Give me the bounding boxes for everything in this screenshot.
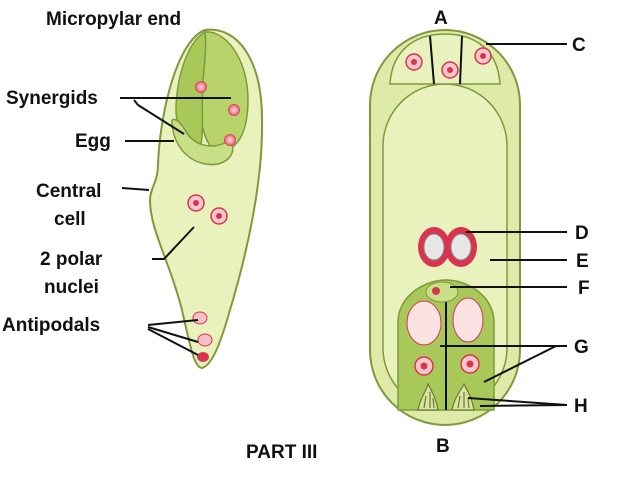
right-synergid-nucleus-1-core <box>420 362 428 370</box>
polar-nuclei-line <box>152 226 195 260</box>
right-embryo-sac <box>369 29 521 426</box>
right-synergid-nucleus-2-core <box>466 360 474 368</box>
label-E: E <box>576 251 589 272</box>
g-line-2 <box>483 345 557 383</box>
label-B: B <box>436 436 450 457</box>
label-egg: Egg <box>75 131 111 152</box>
left-antipodal-2 <box>197 333 213 347</box>
label-synergids: Synergids <box>6 88 98 109</box>
antipodals-line-3 <box>147 328 199 356</box>
right-antipodal-region <box>389 33 501 85</box>
left-embryo-sac <box>148 28 264 370</box>
right-polar-nucleus-2-inner <box>450 233 472 261</box>
left-synergid-nucleus-2 <box>228 104 240 116</box>
right-antipodal-nucleus-3-core <box>480 53 486 59</box>
label-nuclei: nuclei <box>44 277 99 298</box>
left-egg-nucleus <box>224 134 236 146</box>
label-D: D <box>575 223 589 244</box>
right-antipodal-nucleus-2-core <box>447 67 453 73</box>
synergids-line-bottom <box>137 104 185 135</box>
right-antipodal-nucleus-1-core <box>411 59 417 65</box>
label-two-polar: 2 polar <box>40 249 103 270</box>
left-polar-nucleus-2-core <box>216 213 222 219</box>
right-antipodal-divider-2 <box>459 35 463 85</box>
label-antipodals: Antipodals <box>2 315 100 336</box>
label-G: G <box>574 337 589 358</box>
synergids-line-branch <box>133 99 139 106</box>
right-leader-lines <box>440 43 568 407</box>
label-F: F <box>578 278 590 299</box>
label-cell: cell <box>54 209 86 230</box>
caption-part-iii: PART III <box>246 442 317 463</box>
left-synergid-nucleus-1 <box>195 81 207 93</box>
left-leader-lines <box>120 97 231 356</box>
central-cell-line <box>121 187 150 191</box>
right-antipodal-divider-1 <box>429 35 435 85</box>
right-egg-cell <box>425 281 459 303</box>
label-H: H <box>574 396 588 417</box>
right-synergid-vacuole-2 <box>452 297 484 343</box>
right-egg-nucleus <box>432 287 440 295</box>
left-antipodal-1 <box>192 311 208 325</box>
h-line-1 <box>467 397 568 406</box>
left-antipodal-3 <box>197 352 209 362</box>
left-polar-nucleus-1-core <box>193 200 199 206</box>
label-A: A <box>434 8 448 29</box>
label-micropylar-end: Micropylar end <box>46 9 181 30</box>
label-C: C <box>572 35 586 56</box>
antipodals-line-1 <box>147 319 199 326</box>
right-polar-nucleus-1-inner <box>423 233 445 261</box>
right-synergid-vacuole-1 <box>406 300 442 346</box>
right-filiform-apparatus <box>417 382 475 411</box>
h-line-2 <box>479 404 568 407</box>
antipodals-line-2 <box>147 326 199 343</box>
label-central: Central <box>36 181 101 202</box>
